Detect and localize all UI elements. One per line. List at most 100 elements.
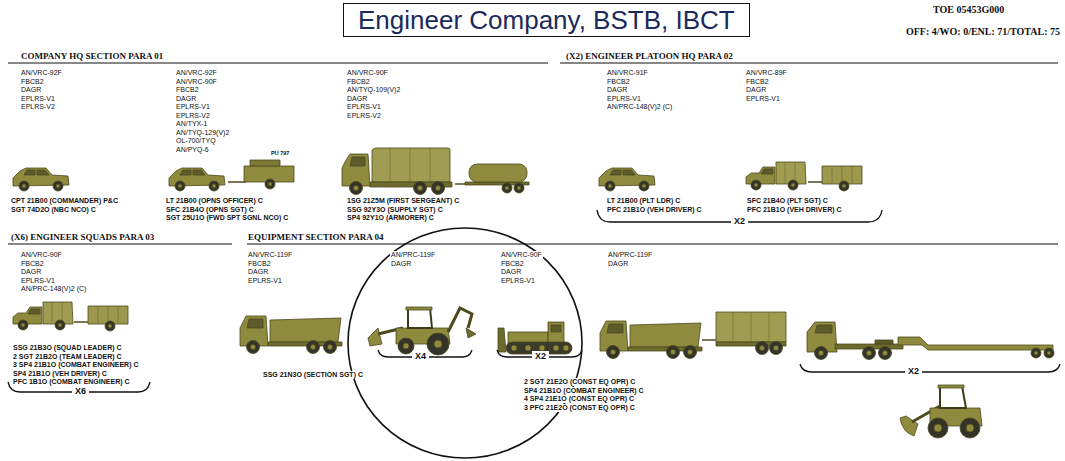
personnel-line: PFC 1B1O (COMBAT ENGINEER) C bbox=[12, 378, 131, 386]
personnel-line: 1SG 21Z5M (FIRST SERGEANT) C bbox=[346, 197, 460, 205]
equipment-item: EPLRS-V1 bbox=[346, 103, 382, 111]
toe-info: TOE 05453G000 bbox=[932, 4, 1005, 15]
personnel-line: LT 21B00 (OPNS OFFICER) C bbox=[165, 197, 264, 205]
section-heading: COMPANY HQ SECTION PARA 01 bbox=[20, 51, 164, 61]
equipment-item: AN/TYQ-109(V)2 bbox=[346, 86, 401, 94]
equipment-item: FBCB2 bbox=[247, 260, 272, 268]
equipment-item: AN/VRC-89F bbox=[745, 69, 788, 77]
personnel-line: SP4 21B1O (VEH DRIVER) C bbox=[12, 370, 108, 378]
equipment-item: EPLRS-V1 bbox=[500, 277, 536, 285]
personnel-line: PFC 21B1O (VEH DRIVER) C bbox=[606, 206, 703, 214]
equipment-item: EPLRS-V1 bbox=[20, 95, 56, 103]
section-heading: EQUIPMENT SECTION PARA 04 bbox=[247, 232, 384, 242]
generator-trailer bbox=[228, 160, 294, 189]
cargo-trailer bbox=[808, 166, 862, 191]
equipment-item: FBCB2 bbox=[346, 78, 371, 86]
personnel-line: 4 SP4 21E1O (CONST EQ OPR) C bbox=[523, 395, 635, 403]
section-heading: (X6) ENGINEER SQUADS PARA 03 bbox=[10, 232, 155, 242]
equipment-item: EPLRS-V1 bbox=[247, 277, 283, 285]
multiplier-label: X2 bbox=[905, 366, 922, 376]
diagram-title: Engineer Company, BSTB, IBCT bbox=[343, 3, 750, 37]
equipment-item: DAGR bbox=[20, 268, 42, 276]
equipment-tag: PU 797 bbox=[270, 150, 290, 156]
dump-truck bbox=[240, 316, 342, 354]
equipment-item: EPLRS-V1 bbox=[175, 103, 211, 111]
equipment-item: DAGR bbox=[606, 86, 628, 94]
cargo-hmmwv bbox=[13, 302, 73, 330]
personnel-line: SFC 21B4O (PLT SGT) C bbox=[746, 197, 829, 205]
multiplier-label: X2 bbox=[731, 216, 748, 226]
equipment-item: OL-700/TYQ bbox=[175, 137, 217, 145]
personnel-line: SSG 21N3O (SECTION SGT) C bbox=[262, 371, 364, 379]
personnel-line: SSG 92Y3O (SUPPLY SGT) C bbox=[346, 206, 444, 214]
equipment-item: FBCB2 bbox=[745, 78, 770, 86]
equipment-item: AN/VRC-92F bbox=[20, 69, 63, 77]
equipment-item: AN/PRC-119F bbox=[607, 251, 653, 259]
cargo-trailer bbox=[702, 312, 786, 355]
highlight-circle bbox=[348, 228, 582, 458]
multiplier-label: X4 bbox=[412, 351, 429, 361]
tank-trailer bbox=[455, 164, 529, 193]
section-heading: (X2) ENGINEER PLATOON HQ PARA 02 bbox=[565, 51, 734, 61]
personnel-line: 2 SGT 21E2O (CONST EQ OPR) C bbox=[523, 378, 636, 386]
equipment-item: AN/VRC-92F bbox=[175, 69, 218, 77]
equipment-item: DAGR bbox=[745, 86, 767, 94]
backhoe-loader bbox=[368, 307, 476, 355]
equipment-item: EPLRS-V1 bbox=[606, 95, 642, 103]
multiplier-label: X2 bbox=[532, 351, 549, 361]
equipment-item: DAGR bbox=[346, 95, 368, 103]
lowboy-trailer bbox=[898, 337, 1054, 358]
equipment-item: FBCB2 bbox=[175, 86, 200, 94]
multiplier-label: X6 bbox=[72, 386, 89, 396]
hmmwv bbox=[599, 168, 655, 191]
personnel-line: SP4 92Y1O (ARMORER) C bbox=[346, 214, 435, 222]
equipment-item: DAGR bbox=[390, 260, 412, 268]
section-rule bbox=[247, 243, 1058, 244]
equipment-item: DAGR bbox=[175, 95, 197, 103]
personnel-line: 2 SGT 21B2O (TEAM LEADER) C bbox=[12, 353, 123, 361]
hmmwv bbox=[169, 168, 225, 191]
personnel-line: PFC 21B1O (VEH DRIVER) C bbox=[746, 206, 843, 214]
tractor bbox=[807, 322, 903, 360]
personnel-line: SSG 21B3O (SQUAD LEADER) C bbox=[12, 344, 123, 352]
personnel-line: SFC 21B4O (OPNS SGT) C bbox=[165, 206, 255, 214]
personnel-line: 3 SP4 21B1O (COMBAT ENGINEER) C bbox=[12, 361, 140, 369]
equipment-item: EPLRS-V2 bbox=[20, 103, 56, 111]
equipment-item: DAGR bbox=[20, 86, 42, 94]
equipment-item: EPLRS-V1 bbox=[745, 95, 781, 103]
cargo-truck bbox=[342, 148, 452, 195]
equipment-item: AN/TYX-1 bbox=[175, 120, 209, 128]
multiplier-bracket bbox=[800, 364, 1060, 372]
cargo-trailer bbox=[74, 306, 128, 331]
equipment-item: AN/PRC-148(V)2 (C) bbox=[606, 103, 673, 111]
equipment-item: FBCB2 bbox=[20, 78, 45, 86]
personnel-line: LT 21B00 (PLT LDR) C bbox=[606, 197, 681, 205]
personnel-line: SGT 74D2O (NBC NCO) C bbox=[10, 206, 97, 214]
personnel-line: CPT 21B00 (COMMANDER) P&C bbox=[10, 197, 119, 205]
equipment-item: AN/VRC-90F bbox=[175, 78, 218, 86]
equipment-item: AN/PYQ-6 bbox=[175, 146, 210, 154]
section-rule bbox=[560, 62, 1058, 63]
equipment-item: AN/PRC-148(V)2 (C) bbox=[20, 285, 87, 293]
equipment-item: DAGR bbox=[607, 260, 629, 268]
toe-info: OFF: 4/WO: 0/ENL: 71/TOTAL: 75 bbox=[905, 26, 1061, 37]
personnel-line: SP4 21B1O (COMBAT ENGINEER) C bbox=[523, 387, 645, 395]
equipment-item: AN/VRC-119F bbox=[247, 251, 293, 259]
equipment-item: EPLRS-V2 bbox=[346, 112, 382, 120]
equipment-item: FBCB2 bbox=[500, 260, 525, 268]
personnel-line: 3 PFC 21E2O (CONST EQ OPR) C bbox=[523, 404, 636, 412]
equipment-item: EPLRS-V1 bbox=[20, 277, 56, 285]
equipment-item: AN/VRC-90F bbox=[20, 251, 63, 259]
personnel-line: SGT 25U1O (FWD SPT SGNL NCO) C bbox=[165, 214, 289, 222]
equipment-item: FBCB2 bbox=[20, 260, 45, 268]
section-rule bbox=[8, 62, 548, 63]
equipment-item: DAGR bbox=[247, 268, 269, 276]
wheel-loader bbox=[900, 385, 982, 438]
cargo-hmmwv bbox=[746, 162, 806, 190]
equipment-item: FBCB2 bbox=[606, 78, 631, 86]
section-rule bbox=[8, 243, 232, 244]
dozer bbox=[498, 322, 572, 354]
equipment-item: DAGR bbox=[500, 268, 522, 276]
hmmwv bbox=[13, 168, 69, 191]
